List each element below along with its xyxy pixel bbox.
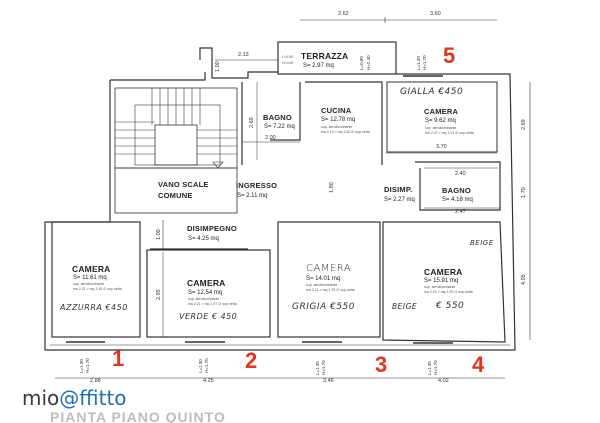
camera-5-note-1: sup. aeroilluminante — [425, 126, 457, 130]
dim-terrace-depth: 1.00 — [215, 61, 221, 72]
window-label-small-h: H=0.60 — [282, 61, 294, 65]
camera-4-label-top: BEIGE — [470, 239, 494, 247]
camera-1-name: CAMERA — [72, 264, 111, 274]
dim-top-1: 2.62 — [338, 11, 349, 17]
disimpegno-name: DISIMPEGNO — [187, 224, 237, 233]
dim-disimp: 1.80 — [329, 182, 335, 193]
window-5-l: L=1.30 — [416, 56, 421, 70]
vano-scale-line-2: COMUNE — [158, 191, 193, 200]
cucina-note-1: sup. aeroilluminante — [321, 125, 353, 129]
camera-5-note-2: ma 2.27 > mq 1.21 ∅ sup.netta — [425, 131, 474, 135]
window-5-h: H=1.70 — [422, 55, 427, 70]
room-number-4: 4 — [472, 352, 485, 377]
window-3-l: L=1.30 — [315, 361, 320, 375]
disimp-area: S= 2.27 mq — [384, 197, 415, 203]
cucina-area: S= 12.78 mq — [321, 117, 356, 123]
camera-2-name: CAMERA — [187, 278, 226, 288]
logo-part-2: @ffitto — [59, 386, 127, 410]
outer-wall — [110, 72, 206, 81]
room-number-3: 3 — [375, 352, 388, 377]
camera-3-note-1: sup. aeroilluminante — [306, 283, 338, 287]
cucina-note-2: ma 2.15 > mq 1.60 ∅ sup.netta — [321, 130, 370, 134]
ingresso-name: INGRESSO — [236, 181, 278, 190]
dim-bagno2-bottom: 2.47 — [455, 209, 466, 215]
camera-2-label: VERDE € 450 — [179, 312, 238, 321]
dim-top-2: 3.60 — [430, 11, 441, 17]
camera-4-price: € 550 — [436, 301, 465, 311]
camera-1-note-2: ma 2.21 > mq 1.45 ∅ sup.netta — [73, 287, 122, 291]
room-camera-4 — [382, 221, 506, 343]
camera-5-name: CAMERA — [424, 107, 459, 116]
room-number-1: 1 — [112, 346, 125, 371]
camera-2-area: S= 12.54 mq — [188, 290, 223, 296]
room-camera-3 — [277, 221, 381, 338]
windows — [66, 75, 453, 344]
window-1-h: H=1.70 — [85, 358, 90, 373]
camera-1-area: S= 11.61 mq — [73, 275, 107, 281]
dim-bagno-height: 2.69 — [249, 117, 255, 128]
camera-5-area: S= 9.62 mq — [425, 118, 456, 124]
window-1-l: L=1.30 — [79, 359, 84, 373]
camera-4-note-1: sup. aeroilluminante — [424, 285, 456, 289]
mioaffitto-logo: mio@ffitto — [22, 388, 127, 408]
dim-bottom-4: 4.02 — [438, 378, 449, 384]
window-4-h: H=1.70 — [433, 360, 438, 375]
camera-3-label: GRIGIA €550 — [292, 302, 355, 312]
camera-4-area: S= 15.91 mq — [424, 278, 459, 284]
camera-2-note-2: ma 2.21 > mq 1.57 ∅ sup.netta — [188, 302, 237, 306]
terrace-wall — [277, 41, 397, 75]
camera-1-label: AZZURRA €450 — [60, 303, 128, 312]
dim-camera2-height: 2.95 — [156, 289, 162, 300]
camera-4-note-2: ma 2.21 > mq 1.99 ∅ sup.netta — [424, 290, 473, 294]
dim-right-1: 2.69 — [521, 119, 527, 130]
camera-5-label: GIALLA €450 — [400, 87, 464, 97]
camera-3-area: S= 14.01 mq — [306, 276, 341, 282]
dim-bottom-2: 4.25 — [203, 378, 214, 384]
disimpegno-area: S= 4.25 mq — [188, 236, 219, 242]
plan-title: PIANTA PIANO QUINTO — [50, 409, 226, 423]
dim-bottom-3: 3.46 — [323, 378, 334, 384]
window-label-small-l: L=0.50 — [282, 55, 293, 59]
dim-bagno-width: 2.00 — [265, 135, 276, 141]
dim-right-3: 4.05 — [521, 274, 527, 285]
camera-3-note-2: ma 2.21 > mq 1.75 ∅ sup.netta — [306, 288, 355, 292]
room-number-2: 2 — [245, 348, 258, 373]
dim-bottom-1: 2.88 — [90, 378, 101, 384]
window-4-l: L=1.30 — [427, 361, 432, 375]
camera-3-name: CAMERA — [306, 263, 352, 274]
logo-part-1: mio — [22, 386, 60, 410]
cucina-name: CUCINA — [321, 106, 352, 115]
bagno-1-area: S= 7.22 mq — [264, 124, 295, 130]
room-camera-1 — [51, 221, 141, 338]
terrace-area: S= 2.97 mq — [303, 63, 334, 69]
vano-scale-line-1: VANO SCALE — [158, 180, 209, 189]
dim-bagno2-top: 2.40 — [455, 171, 466, 177]
dim-disimpegno: 1.00 — [156, 229, 162, 240]
bagno-2-name: BAGNO — [442, 186, 471, 195]
camera-4-name: CAMERA — [424, 267, 463, 277]
window-2-l: L=1.30 — [198, 359, 203, 373]
window-3-h: H=1.70 — [321, 360, 326, 375]
disimp-name: DISIMP. — [384, 185, 413, 194]
terrace-name: TERRAZZA — [301, 51, 349, 61]
camera-1-note-1: sup. aeroilluminante — [73, 282, 105, 286]
room-number-5: 5 — [443, 43, 456, 68]
dim-terrace-width: 2.13 — [238, 52, 249, 58]
camera-2-note-1: sup. aeroilluminante — [188, 297, 220, 301]
bagno-1-name: BAGNO — [263, 113, 292, 122]
camera-4-label: BEIGE — [392, 302, 418, 311]
bagno-2-area: S= 4.18 mq — [442, 197, 473, 203]
dim-right-2: 1.70 — [521, 187, 527, 198]
terrace-door-h: H=2.40 — [366, 55, 371, 70]
dim-camera5-width: 3.70 — [436, 144, 447, 150]
room-camera-2 — [146, 249, 271, 338]
terrace-door-l: L=0.80 — [359, 56, 364, 70]
ingresso-area: S= 2.11 mq — [237, 193, 268, 199]
window-2-h: H=1.70 — [204, 358, 209, 373]
